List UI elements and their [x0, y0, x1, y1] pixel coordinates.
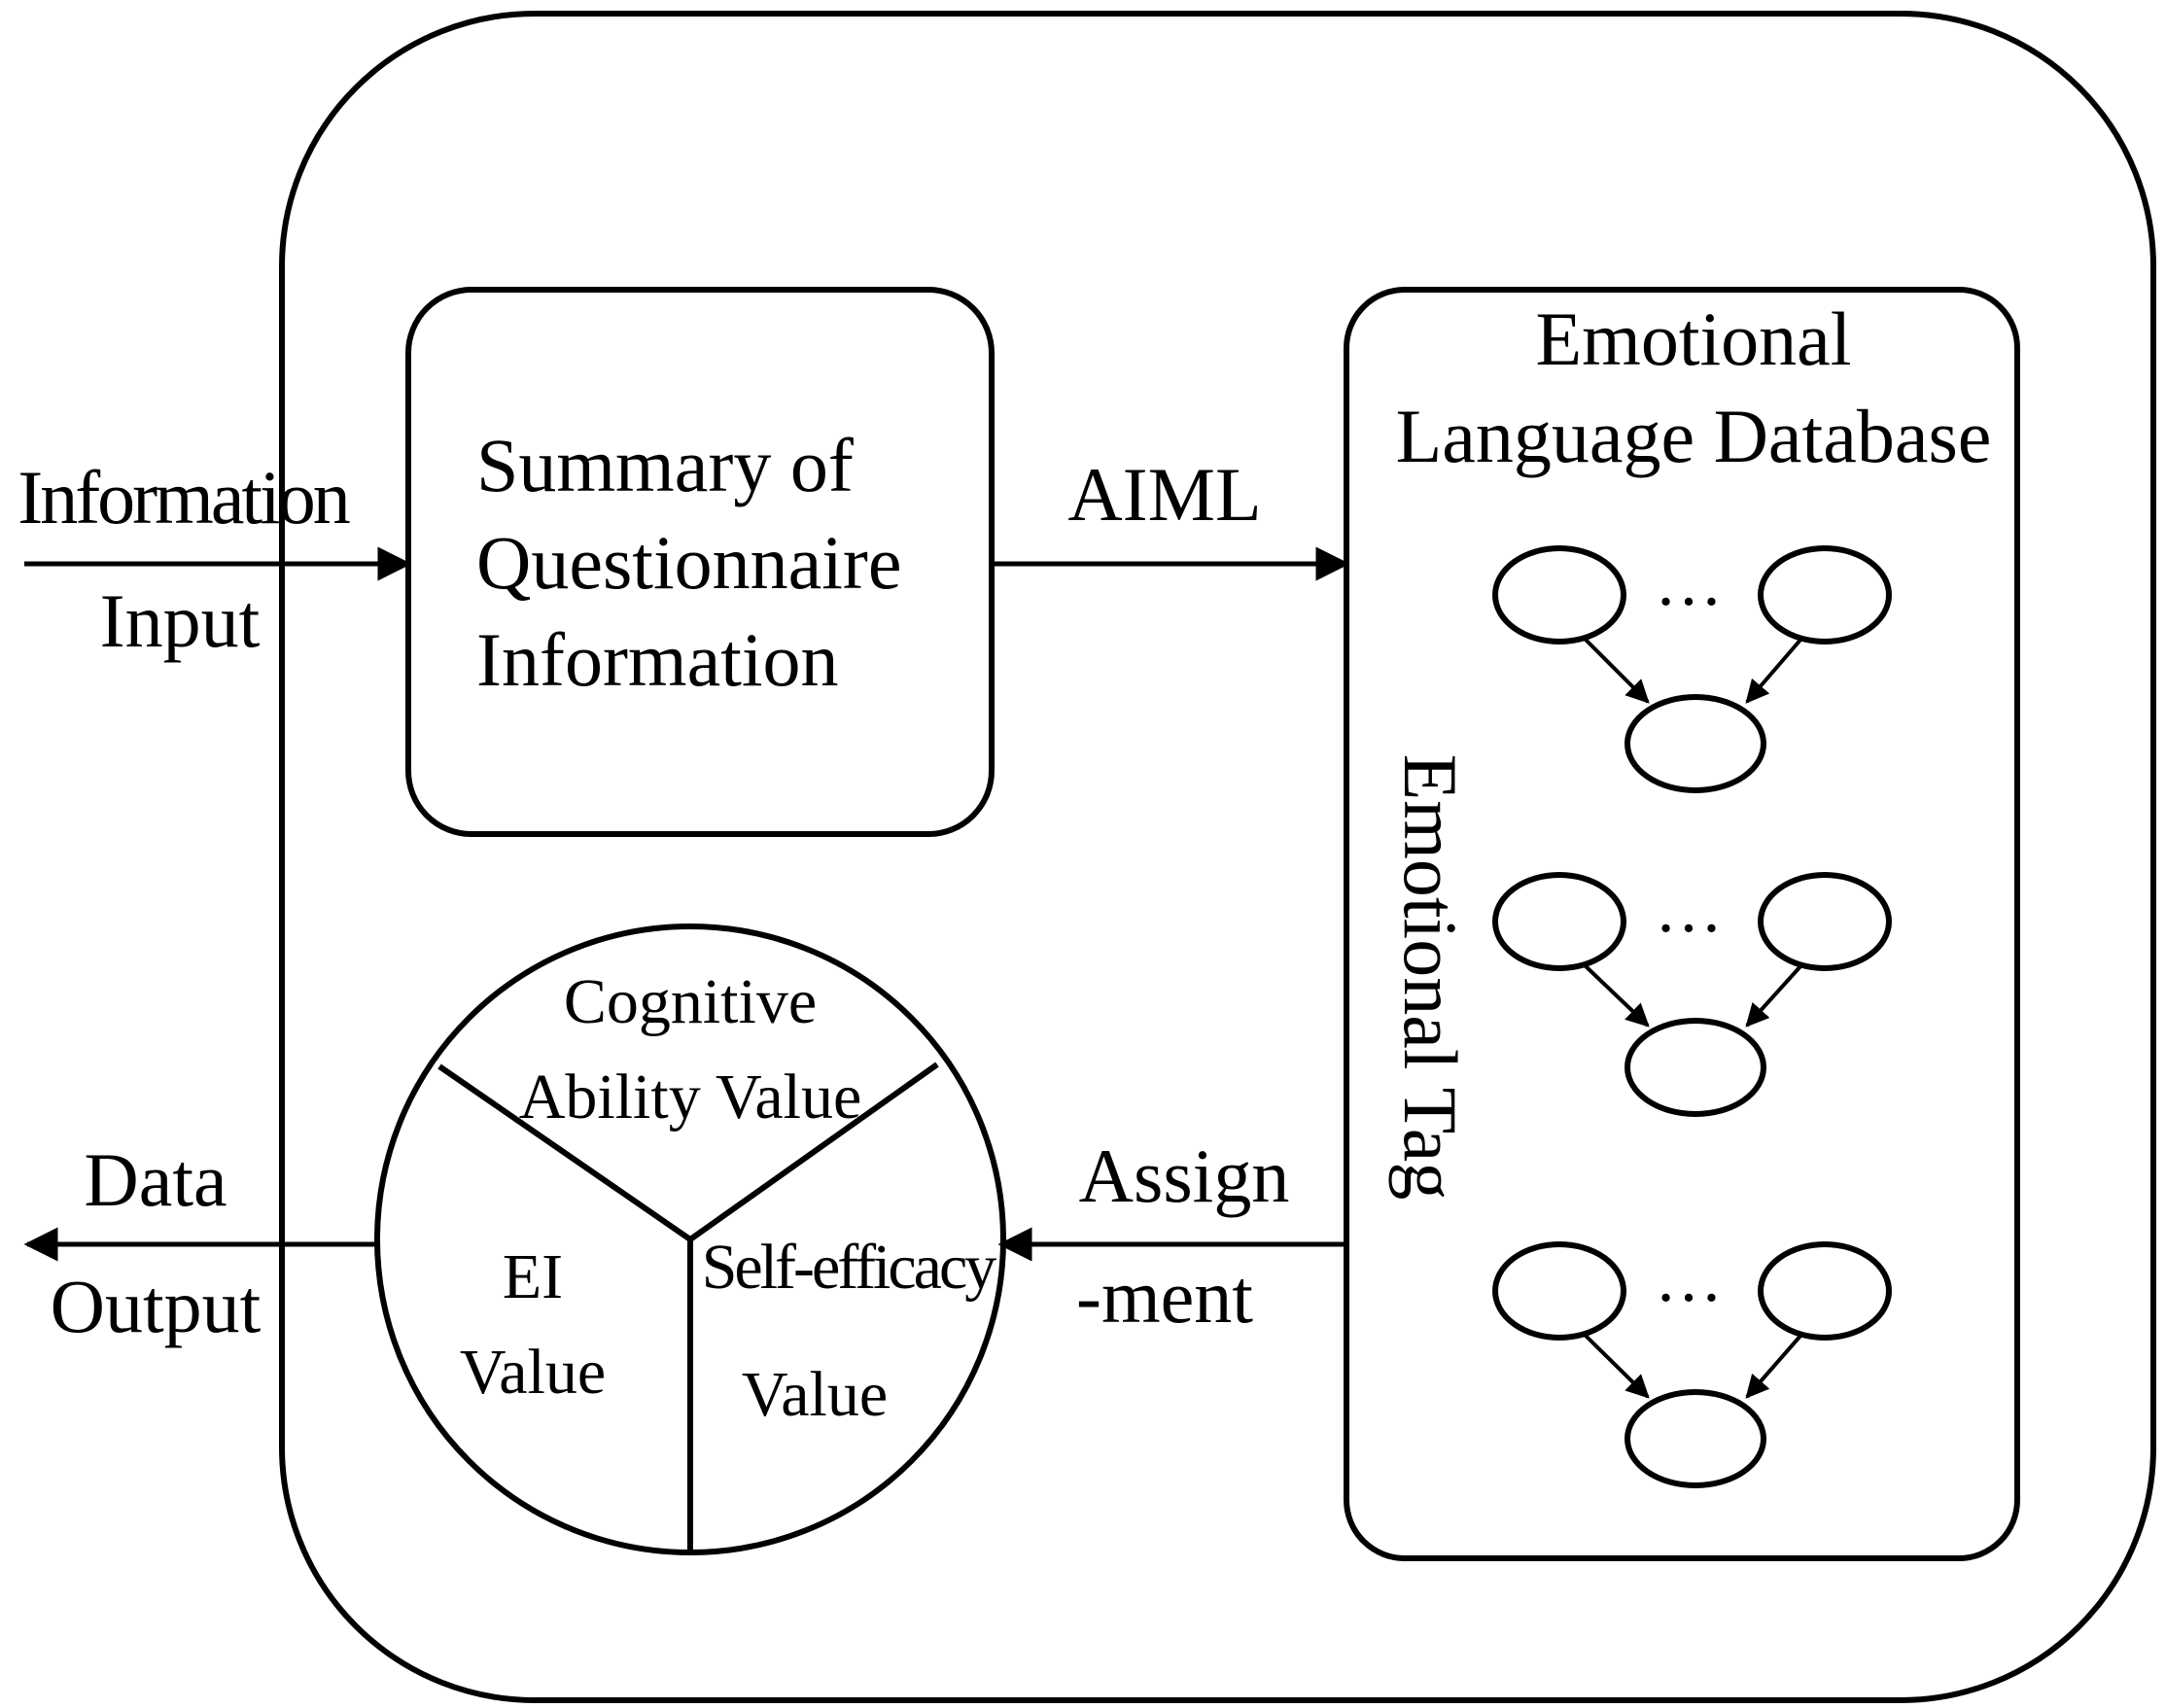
value-circle: Cognitive Ability Value EI Value Self-ef…: [374, 924, 1006, 1555]
input-label-line1: Information: [17, 455, 350, 540]
cognitive-label-line2: Ability Value: [519, 1062, 862, 1133]
ellipsis-2: …: [1655, 872, 1729, 947]
cognitive-label-line1: Cognitive: [564, 966, 817, 1037]
output-label-line1: Data: [84, 1137, 227, 1222]
self-efficacy-label-line2: Value: [742, 1359, 888, 1430]
emotion-edge: [1745, 963, 1803, 1028]
output-label-line2: Output: [51, 1264, 262, 1348]
emotion-node: [1492, 545, 1626, 645]
emotion-node: [1758, 545, 1892, 645]
input-label-line2: Input: [100, 578, 261, 663]
emotional-database-box: [1344, 287, 2020, 1561]
emotion-node: [1758, 1241, 1892, 1341]
ellipsis-1: …: [1655, 545, 1729, 620]
self-efficacy-label-line1: Self-efficacy: [702, 1232, 997, 1303]
summary-label-line3: Information: [476, 617, 839, 702]
assignment-label-line1: Assign: [1079, 1133, 1290, 1218]
database-label-line1: Emotional: [1536, 296, 1852, 381]
summary-label-line2: Questionnaire: [476, 520, 902, 605]
ei-label-line2: Value: [460, 1337, 606, 1408]
emotion-node: [1492, 872, 1626, 971]
emotion-edge: [1745, 1333, 1803, 1399]
emotion-edge: [1745, 637, 1803, 704]
emotion-node: [1492, 1241, 1626, 1341]
value-divider: [688, 1062, 939, 1242]
assignment-label-line2: -ment: [1076, 1254, 1253, 1339]
ei-label-line1: EI: [503, 1241, 563, 1312]
emotion-node: [1758, 872, 1892, 971]
ellipsis-3: …: [1655, 1241, 1729, 1316]
emotion-node-group-3: …: [1492, 1241, 1892, 1488]
value-divider: [437, 1063, 692, 1242]
summary-label-line1: Summary of: [476, 423, 854, 507]
emotion-node: [1624, 1389, 1766, 1488]
emotion-edge: [1583, 637, 1650, 704]
emotion-node: [1624, 1018, 1766, 1117]
emotion-node: [1624, 694, 1766, 793]
aiml-label: AIML: [1067, 452, 1261, 537]
database-label-line2: Language Database: [1396, 394, 1992, 478]
emotion-edge: [1583, 963, 1650, 1028]
outer-system-boundary: [279, 11, 2156, 1703]
emotional-tag-label: Emotional Tag: [1388, 754, 1473, 1201]
emotion-node-group-2: …: [1492, 872, 1892, 1117]
emotion-edge: [1583, 1333, 1650, 1399]
emotion-node-group-1: …: [1492, 545, 1892, 793]
